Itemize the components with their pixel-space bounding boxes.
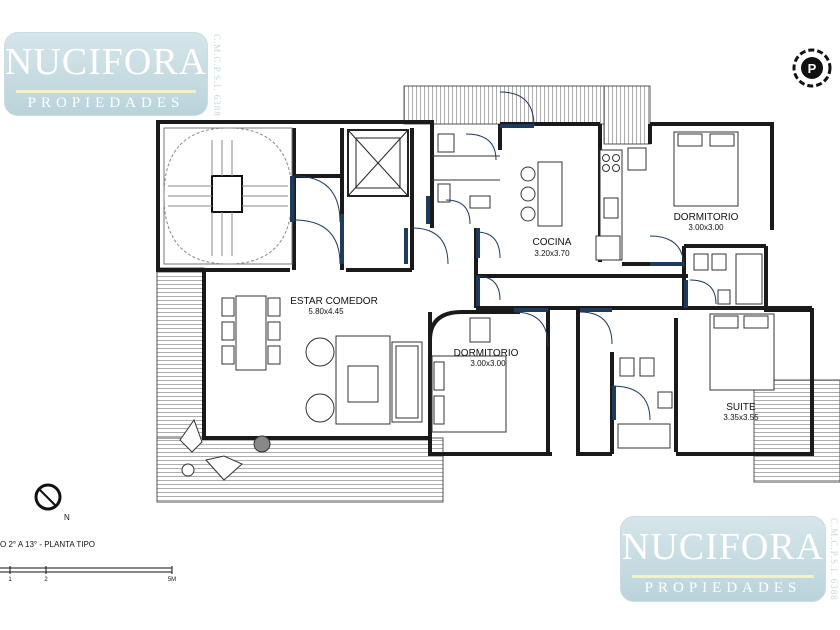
logo-top-name: NUCIFORA bbox=[4, 41, 208, 83]
curved-wall bbox=[428, 310, 520, 341]
dining-table bbox=[221, 295, 281, 371]
stairwell bbox=[163, 127, 293, 265]
logo-top-bar bbox=[16, 90, 196, 93]
room-estar-label: ESTAR COMEDOR bbox=[290, 296, 378, 307]
logo-bottom-bar bbox=[632, 575, 814, 578]
logo-bottom-name: NUCIFORA bbox=[621, 526, 825, 568]
room-suite-dims: 3.35x3.55 bbox=[723, 413, 759, 422]
room-dormitorio-2-label: DORMITORIO bbox=[454, 348, 519, 359]
room-dormitorio-1-dims: 3.00x3.00 bbox=[688, 223, 724, 232]
logo-top: NUCIFORA PROPIEDADES bbox=[4, 32, 208, 116]
service-bath-fixtures bbox=[432, 133, 500, 209]
bath-suite bbox=[617, 357, 673, 449]
elevator bbox=[347, 129, 409, 197]
scale-tick-1: 1 bbox=[8, 577, 12, 583]
parking-icon: P bbox=[792, 48, 832, 88]
compass-label: N bbox=[64, 513, 70, 522]
parking-label: P bbox=[808, 61, 817, 76]
logo-bottom-registration: C.M.C.P.S.I. 6388 bbox=[829, 518, 839, 601]
room-dormitorio-2-dims: 3.00x3.00 bbox=[470, 359, 506, 368]
logo-top-registration: C.M.C.P.S.I. 6388 bbox=[212, 34, 222, 117]
room-estar-dims: 5.80x4.45 bbox=[308, 307, 344, 316]
room-suite-label: SUITE bbox=[726, 402, 756, 413]
bed-top-right bbox=[627, 131, 739, 207]
bath-top-right bbox=[693, 253, 763, 305]
room-cocina-dims: 3.20x3.70 bbox=[534, 249, 570, 258]
terrace-bottom bbox=[156, 437, 444, 503]
logo-bottom-subtitle: PROPIEDADES bbox=[644, 580, 802, 596]
scale-tick-2: 2 bbox=[44, 577, 48, 583]
balcony-right bbox=[753, 379, 840, 483]
logo-top-subtitle: PROPIEDADES bbox=[27, 95, 185, 111]
room-dormitorio-1-label: DORMITORIO bbox=[674, 212, 739, 223]
compass-icon bbox=[34, 483, 62, 511]
balcony-top-right bbox=[603, 85, 651, 145]
plants bbox=[179, 418, 271, 481]
kitchen-counter bbox=[595, 149, 623, 261]
bed-suite bbox=[709, 313, 775, 391]
room-cocina-label: COCINA bbox=[533, 237, 572, 248]
scale-bar bbox=[0, 566, 173, 574]
bed-middle bbox=[431, 317, 507, 433]
door-jambs bbox=[290, 124, 688, 420]
living-furniture bbox=[305, 335, 423, 425]
plan-caption: O 2° A 13° - PLANTA TIPO bbox=[0, 540, 96, 549]
scale-tick-5m: 5M bbox=[168, 577, 176, 583]
kitchen-island bbox=[520, 161, 563, 227]
logo-bottom: NUCIFORA PROPIEDADES bbox=[620, 516, 826, 602]
